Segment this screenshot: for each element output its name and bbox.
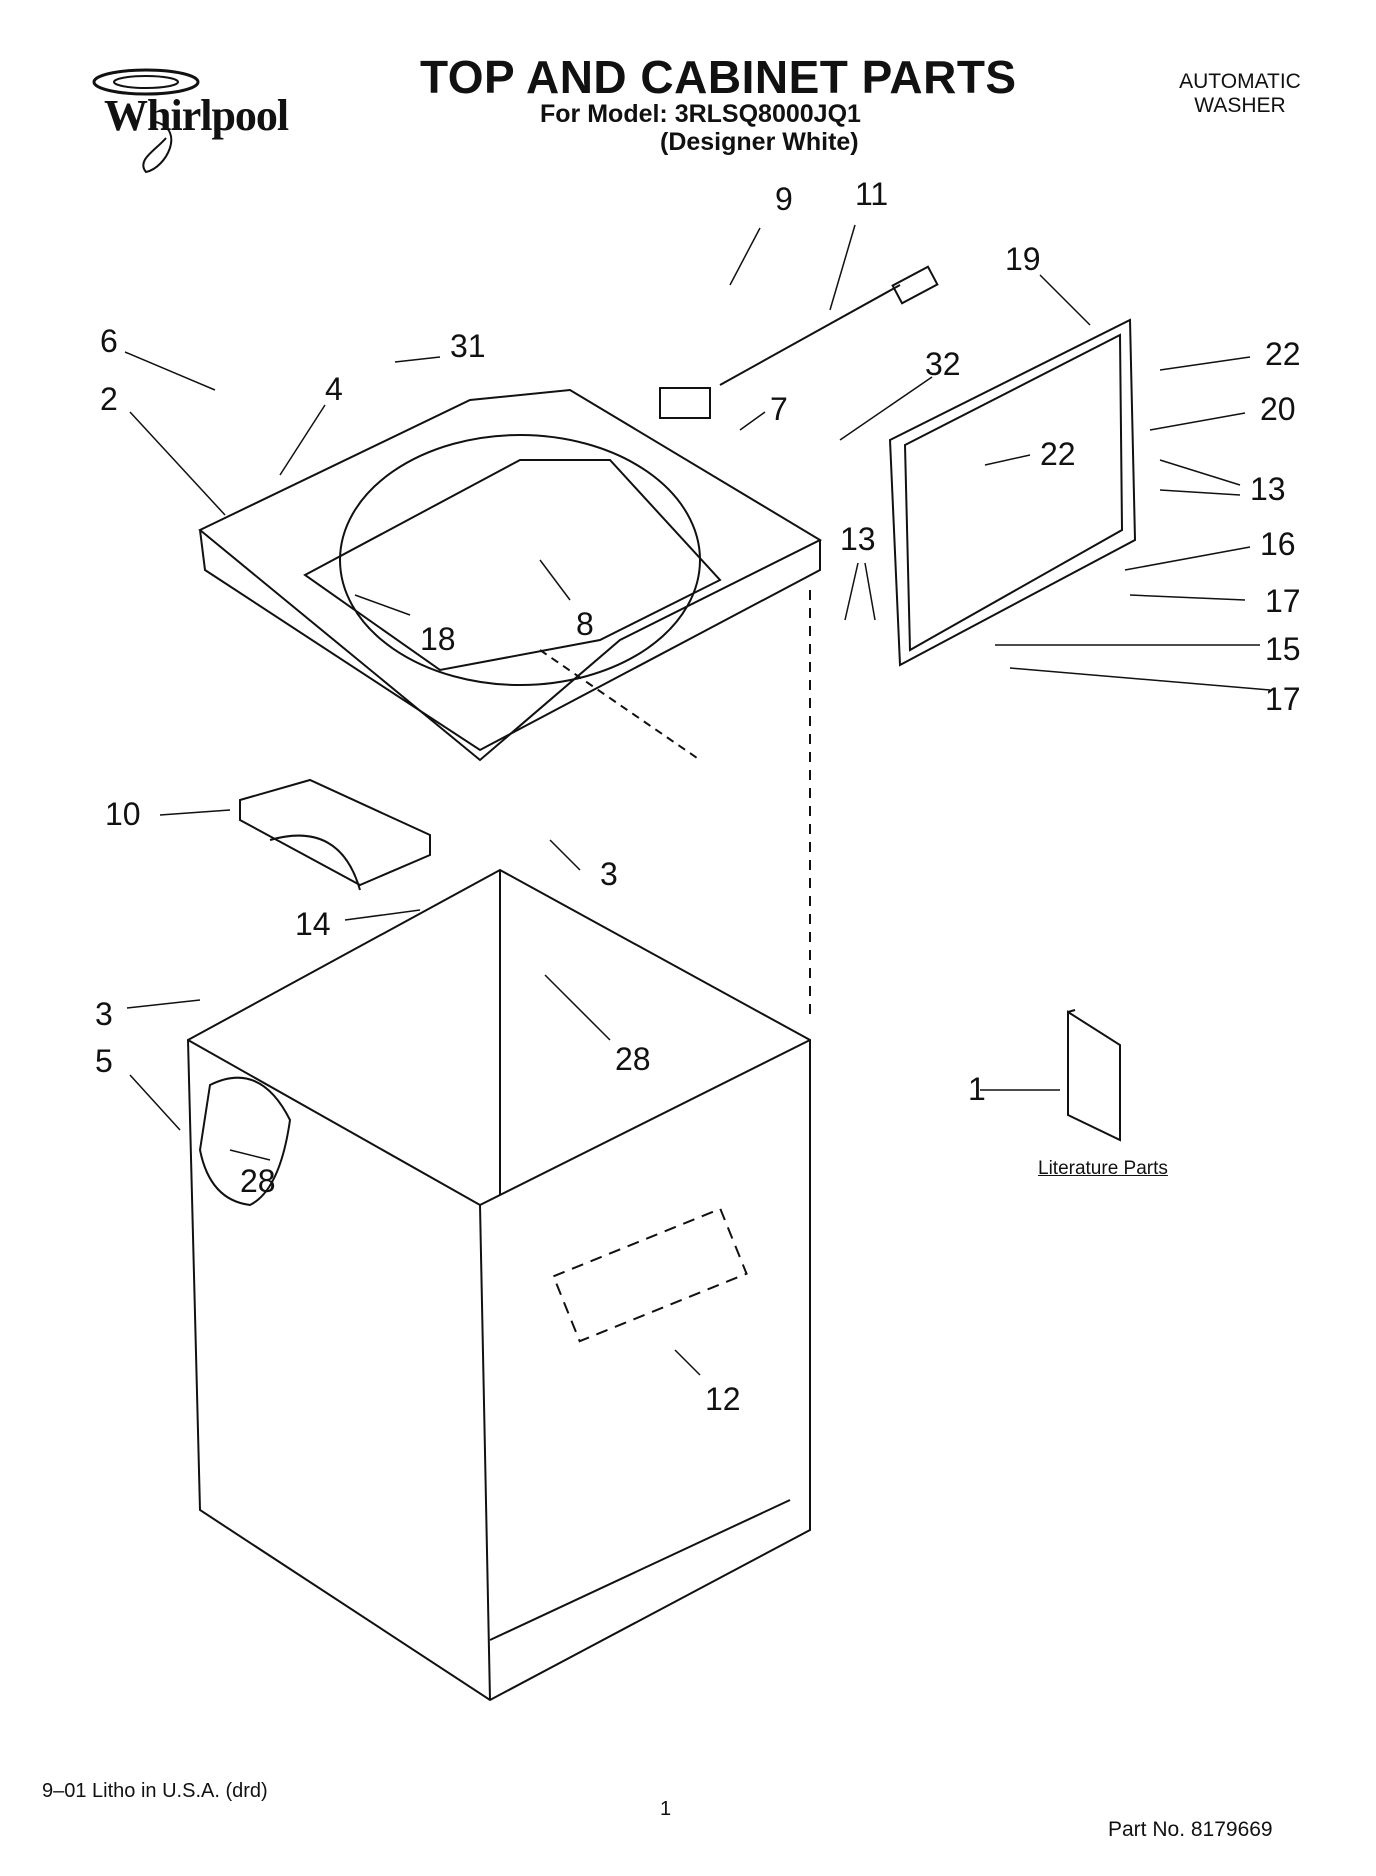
callout-13b: 13 [840, 521, 876, 557]
callout-16: 16 [1260, 526, 1296, 562]
callout-9: 9 [775, 181, 793, 217]
logo-swirl-icon [92, 68, 200, 174]
whirlpool-logo: Whirlpool [86, 60, 316, 180]
cabinet [186, 590, 811, 1702]
callout-14: 14 [295, 906, 331, 942]
callout-31: 31 [450, 328, 486, 364]
callout-6: 6 [100, 323, 118, 359]
callout-5: 5 [95, 1043, 113, 1079]
product-type: AUTOMATIC WASHER [1150, 70, 1330, 118]
callout-28b: 28 [240, 1163, 276, 1199]
part-number: Part No. 8179669 [1108, 1818, 1273, 1841]
callout-1: 1 [968, 1071, 986, 1107]
callout-3a: 3 [600, 856, 618, 892]
color-line: (Designer White) [660, 128, 859, 156]
litho-note: 9–01 Litho in U.S.A. (drd) [42, 1780, 268, 1802]
page-number: 1 [660, 1798, 672, 1820]
callout-3b: 3 [95, 996, 113, 1032]
callout-17a: 17 [1265, 583, 1301, 619]
callout-32: 32 [925, 346, 961, 382]
top-panel [198, 388, 823, 762]
callout-17b: 17 [1265, 681, 1301, 717]
leader-lines [124, 224, 1271, 1376]
callout-18: 18 [420, 621, 456, 657]
brand-name: Whirlpool [104, 91, 289, 140]
callout-7: 7 [770, 391, 788, 427]
callout-8: 8 [576, 606, 594, 642]
model-line: For Model: 3RLSQ8000JQ1 [540, 100, 861, 128]
hinge-bracket [239, 778, 431, 891]
callout-4: 4 [325, 371, 343, 407]
callout-10: 10 [105, 796, 141, 832]
callout-12: 12 [705, 1381, 741, 1417]
product-type-line1: AUTOMATIC [1179, 70, 1301, 93]
callout-19: 19 [1005, 241, 1041, 277]
product-type-line2: WASHER [1194, 94, 1286, 117]
callout-2: 2 [100, 381, 118, 417]
callout-11: 11 [855, 176, 888, 212]
literature-parts-label: Literature Parts [1038, 1158, 1168, 1179]
callout-28a: 28 [615, 1041, 651, 1077]
page-title: TOP AND CABINET PARTS [420, 51, 1017, 103]
console-frame [888, 318, 1137, 667]
callout-22b: 22 [1040, 436, 1076, 472]
callout-numbers: 1 2 3 3 4 5 6 7 8 9 10 11 12 13 13 14 15… [95, 176, 1301, 1417]
callout-13a: 13 [1250, 471, 1286, 507]
literature-book [1067, 1009, 1121, 1142]
callout-22a: 22 [1265, 336, 1301, 372]
callout-20: 20 [1260, 391, 1296, 427]
callout-15: 15 [1265, 631, 1301, 667]
wire-harness [659, 265, 939, 419]
